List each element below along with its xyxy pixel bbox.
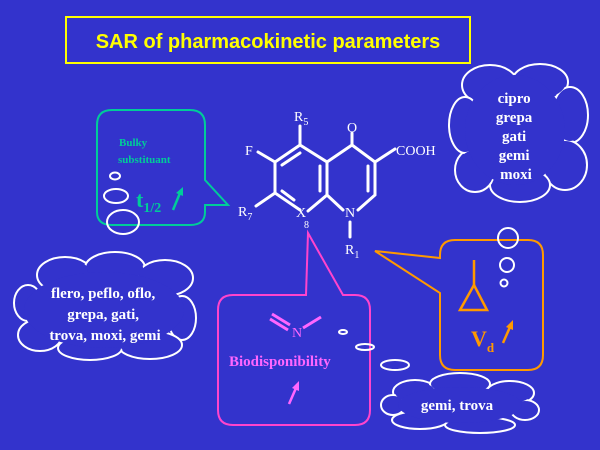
drug-gati: gati bbox=[502, 129, 526, 145]
cyclopropyl-icon bbox=[457, 260, 490, 312]
drug-grepa: grepa bbox=[496, 110, 533, 126]
imine-fragment-icon bbox=[269, 312, 322, 332]
svg-text:cipro grepa gati: cipro grepa gati gemi moxi bbox=[496, 91, 536, 183]
atom-cooh: COOH bbox=[396, 144, 436, 159]
substituant-label: substituant bbox=[118, 154, 171, 166]
cloud-bottom: gemi, trova bbox=[380, 372, 540, 434]
drug-cipro: cipro bbox=[498, 91, 531, 107]
thought-bubbles-right bbox=[497, 227, 519, 288]
vd-label: Vd bbox=[471, 326, 495, 355]
biodisponibility-label: Biodisponibility bbox=[229, 354, 331, 370]
cloud-left-line-1: flero, peflo, oflo, bbox=[51, 286, 156, 302]
cloud-left-line-2: grepa, gati, bbox=[67, 307, 139, 323]
half-life-label: t1/2 bbox=[136, 187, 161, 216]
thought-bubbles-bottom bbox=[338, 329, 410, 371]
bioavailability-callout: N Biodisponibility bbox=[217, 229, 371, 426]
atom-n: N bbox=[345, 206, 355, 221]
imine-n: N bbox=[292, 326, 302, 341]
atom-x-position: 8 bbox=[304, 220, 309, 231]
atom-r1: R1 bbox=[345, 243, 359, 261]
half-life-callout: Bulky substituant t1/2 bbox=[96, 109, 231, 226]
drug-gemi: gemi bbox=[499, 148, 530, 164]
slide-title: SAR of pharmacokinetic parameters bbox=[96, 31, 441, 53]
cloud-top-right: cipro grepa gati gemi moxi bbox=[448, 63, 589, 203]
cloud-left-line-3: trova, moxi, gemi bbox=[49, 328, 160, 344]
arrow-up-icon bbox=[501, 320, 513, 344]
volume-distribution-callout: Vd bbox=[374, 239, 544, 371]
bulky-label: Bulky bbox=[119, 137, 148, 149]
cloud-left: flero, peflo, oflo, grepa, gati, trova, … bbox=[13, 251, 197, 361]
cloud-bottom-text: gemi, trova bbox=[421, 398, 494, 414]
drug-moxi: moxi bbox=[500, 167, 532, 183]
arrow-up-icon bbox=[171, 187, 183, 211]
title-box: SAR of pharmacokinetic parameters bbox=[65, 16, 471, 64]
atom-o: O bbox=[347, 121, 357, 136]
thought-bubbles-left bbox=[103, 171, 140, 235]
atom-x: X bbox=[296, 206, 306, 221]
svg-text:flero, peflo, oflo, grep: flero, peflo, oflo, grepa, gati, trova, … bbox=[49, 286, 160, 344]
atom-f: F bbox=[245, 144, 253, 159]
atom-r5: R5 bbox=[294, 110, 308, 128]
arrow-up-icon bbox=[287, 381, 299, 405]
quinolone-structure: O COOH F R5 R7 X 8 N R1 bbox=[238, 110, 436, 261]
atom-r7: R7 bbox=[238, 205, 252, 223]
